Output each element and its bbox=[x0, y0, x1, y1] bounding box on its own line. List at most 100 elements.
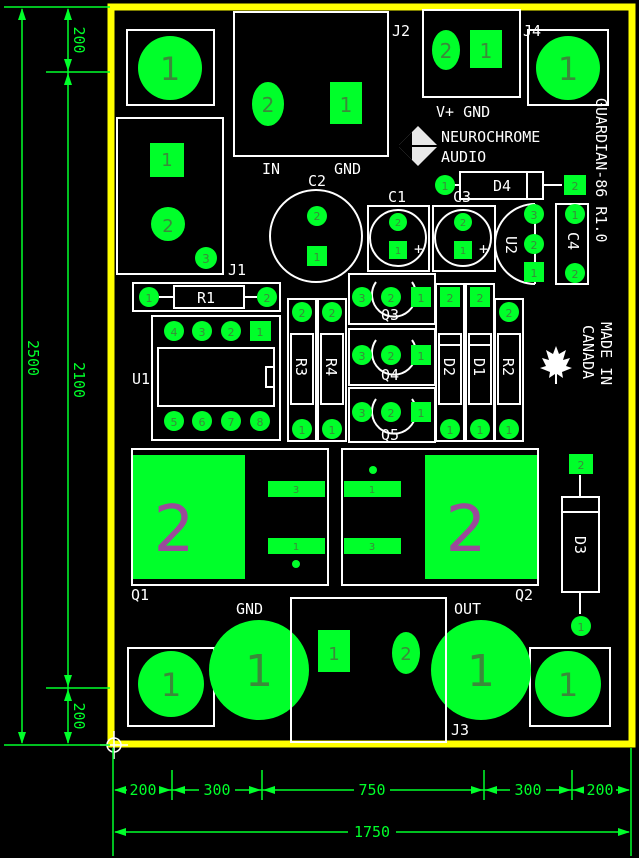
svg-text:3: 3 bbox=[531, 209, 538, 222]
r1-designator: R1 bbox=[197, 289, 215, 307]
d3-designator: D3 bbox=[571, 536, 589, 554]
svg-text:2: 2 bbox=[460, 218, 466, 229]
svg-text:5: 5 bbox=[171, 416, 178, 429]
maple-leaf-icon bbox=[540, 346, 572, 384]
svg-text:6: 6 bbox=[199, 416, 206, 429]
ic-u1: 4 3 2 1 5 6 7 8 U1 bbox=[132, 315, 281, 441]
connector-j4: 2 1 J4 V+ GND bbox=[422, 9, 541, 121]
neurochrome-logo: NEUROCHROME AUDIO bbox=[398, 126, 540, 166]
svg-text:2: 2 bbox=[446, 493, 487, 567]
svg-text:2: 2 bbox=[400, 644, 411, 665]
q1-designator: Q1 bbox=[131, 586, 149, 604]
svg-text:2: 2 bbox=[388, 292, 395, 305]
svg-text:+: + bbox=[414, 240, 423, 258]
connector-j1: 1 2 3 J1 bbox=[116, 117, 246, 279]
svg-text:1: 1 bbox=[245, 646, 273, 697]
r2-designator: R2 bbox=[499, 358, 517, 376]
svg-text:1: 1 bbox=[369, 485, 375, 496]
r3-designator: R3 bbox=[292, 358, 310, 376]
svg-text:2: 2 bbox=[447, 292, 454, 305]
brand-line-1: NEUROCHROME bbox=[441, 128, 540, 146]
svg-text:3: 3 bbox=[359, 292, 366, 305]
dim-top: 200 bbox=[70, 26, 88, 53]
c2-designator: C2 bbox=[308, 172, 326, 190]
svg-text:2: 2 bbox=[506, 307, 513, 320]
svg-text:3: 3 bbox=[359, 350, 366, 363]
svg-text:1: 1 bbox=[558, 50, 578, 88]
dim-right-gap: 300 bbox=[514, 781, 541, 799]
svg-text:1: 1 bbox=[328, 644, 339, 665]
q5-designator: Q5 bbox=[381, 426, 399, 444]
diode-d3: 2 1 D3 bbox=[561, 454, 600, 636]
svg-text:1: 1 bbox=[418, 292, 425, 305]
svg-text:1: 1 bbox=[146, 292, 153, 305]
svg-text:2: 2 bbox=[162, 216, 173, 237]
svg-text:1: 1 bbox=[467, 646, 495, 697]
transistor-q2: 2 1 3 Q2 bbox=[341, 448, 539, 604]
gnd-binding-pad: 1 GND bbox=[209, 600, 309, 720]
diode-d1: 2 1 D1 bbox=[465, 283, 495, 442]
svg-text:2: 2 bbox=[572, 268, 579, 281]
mounting-hole-bottom-left: 1 bbox=[127, 647, 215, 727]
transistor-q4: 3 2 1 Q4 bbox=[348, 328, 436, 386]
dim-right-margin: 200 bbox=[586, 781, 613, 799]
c4-designator: C4 bbox=[564, 232, 582, 250]
svg-text:1: 1 bbox=[578, 621, 585, 634]
c3-designator: C3 bbox=[453, 188, 471, 206]
horizontal-dimensions: 200 300 750 300 200 1750 bbox=[112, 748, 632, 856]
resistor-r1: 1 2 R1 bbox=[132, 282, 281, 312]
j2-in-label: IN bbox=[262, 160, 280, 178]
dim-total-height: 2500 bbox=[24, 340, 42, 376]
r4-designator: R4 bbox=[322, 358, 340, 376]
svg-text:3: 3 bbox=[293, 485, 299, 496]
u2-designator: U2 bbox=[502, 236, 520, 254]
connector-j3: 1 2 J3 bbox=[290, 597, 469, 743]
q4-designator: Q4 bbox=[381, 366, 399, 384]
transistor-q5: 3 2 1 Q5 bbox=[348, 387, 436, 444]
svg-text:1: 1 bbox=[480, 39, 493, 63]
resistor-r2: 2 1 R2 bbox=[494, 298, 524, 442]
mounting-hole-top-left: 1 bbox=[126, 29, 215, 106]
svg-text:1: 1 bbox=[340, 93, 353, 117]
j3-designator: J3 bbox=[451, 721, 469, 739]
svg-text:2: 2 bbox=[578, 459, 585, 472]
made-in-line-1: MADE IN bbox=[597, 322, 615, 385]
svg-text:1: 1 bbox=[418, 350, 425, 363]
svg-text:2: 2 bbox=[262, 93, 275, 117]
u1-designator: U1 bbox=[132, 370, 150, 388]
resistor-r3: 2 1 R3 bbox=[287, 298, 317, 442]
svg-text:2: 2 bbox=[154, 493, 195, 567]
svg-text:2: 2 bbox=[531, 239, 538, 252]
out-label: OUT bbox=[454, 600, 481, 618]
j1-designator: J1 bbox=[228, 261, 246, 279]
svg-text:1: 1 bbox=[161, 666, 181, 704]
svg-text:1: 1 bbox=[572, 209, 579, 222]
resistor-r4: 2 1 R4 bbox=[317, 298, 347, 442]
brand-line-2: AUDIO bbox=[441, 148, 486, 166]
gnd-label: GND bbox=[236, 600, 263, 618]
dim-left-gap: 300 bbox=[203, 781, 230, 799]
capacitor-c2: 2 1 C2 bbox=[269, 172, 363, 283]
svg-text:1: 1 bbox=[477, 424, 484, 437]
j4-designator: J4 bbox=[523, 22, 541, 40]
svg-text:+: + bbox=[479, 240, 488, 258]
capacitor-c4: 1 2 C4 bbox=[555, 203, 589, 285]
diode-d4: 1 2 D4 bbox=[435, 171, 586, 200]
made-in-line-2: CANADA bbox=[579, 325, 597, 379]
d2-designator: D2 bbox=[440, 358, 458, 376]
board-outline bbox=[107, 3, 636, 748]
svg-text:1: 1 bbox=[329, 424, 336, 437]
svg-text:2: 2 bbox=[440, 39, 453, 63]
d1-designator: D1 bbox=[470, 358, 488, 376]
d4-designator: D4 bbox=[493, 177, 511, 195]
svg-text:3: 3 bbox=[359, 407, 366, 420]
dim-center-width: 750 bbox=[358, 781, 385, 799]
svg-text:1: 1 bbox=[314, 251, 321, 264]
svg-text:1: 1 bbox=[257, 326, 264, 339]
svg-text:2: 2 bbox=[299, 307, 306, 320]
svg-text:1: 1 bbox=[531, 267, 538, 280]
svg-text:8: 8 bbox=[257, 416, 264, 429]
j2-designator: J2 bbox=[392, 22, 410, 40]
q3-designator: Q3 bbox=[381, 306, 399, 324]
